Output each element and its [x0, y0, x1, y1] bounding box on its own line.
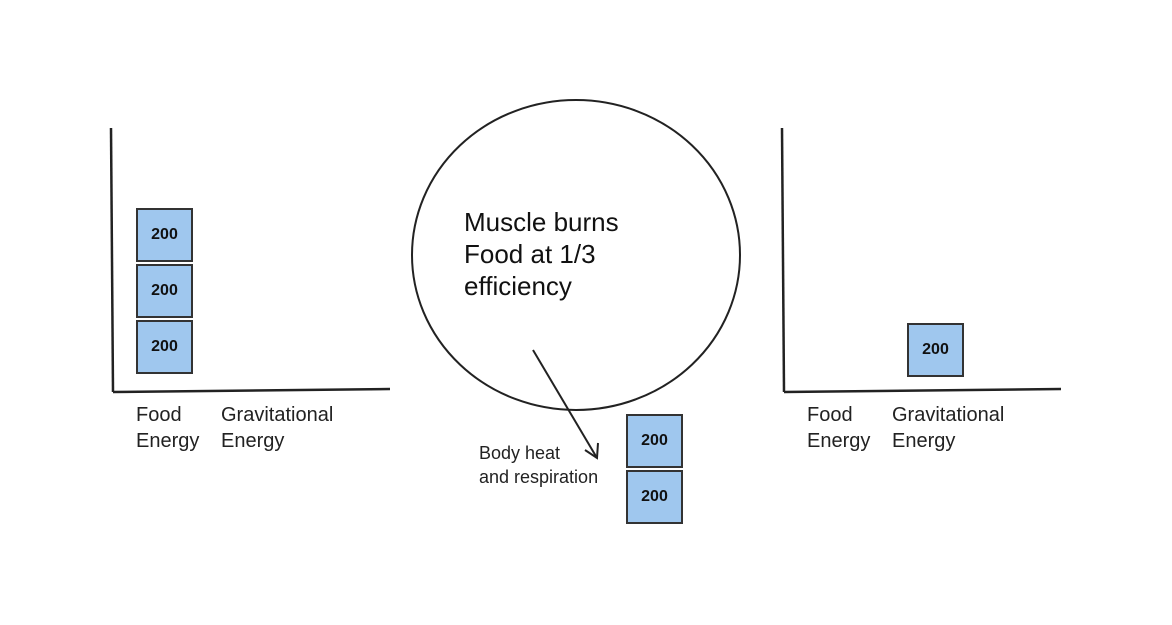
left-food-block: 200 [136, 208, 193, 262]
left-food-block: 200 [136, 264, 193, 318]
right-y-axis [780, 127, 786, 393]
right-food-label-line2: Energy [807, 430, 871, 452]
right-grav-label-line1: Gravitational [892, 404, 1005, 426]
left-food-block: 200 [136, 320, 193, 374]
loss-label-line1: Body heat [479, 443, 561, 463]
loss-arrowhead [584, 442, 599, 460]
process-text-line2: Food at 1/3 [464, 239, 596, 269]
process-text-line1: Muscle burns [464, 207, 619, 237]
loss-block: 200 [626, 414, 683, 468]
loss-block: 200 [626, 470, 683, 524]
right-food-label-line1: Food [807, 404, 853, 426]
left-food-label-line1: Food [136, 404, 182, 426]
loss-label-line2: and respiration [479, 467, 599, 487]
right-grav-block: 200 [907, 323, 964, 377]
left-y-axis [109, 127, 115, 393]
left-grav-label-line1: Gravitational [221, 404, 334, 426]
process-text-line3: efficiency [464, 271, 572, 301]
right-x-axis [783, 387, 1062, 394]
left-x-axis [112, 387, 391, 394]
loss-arrow [532, 349, 598, 459]
left-grav-label-line2: Energy [221, 430, 285, 452]
left-food-label-line2: Energy [136, 430, 200, 452]
right-grav-label-line2: Energy [892, 430, 956, 452]
muscle-circle [411, 99, 741, 411]
